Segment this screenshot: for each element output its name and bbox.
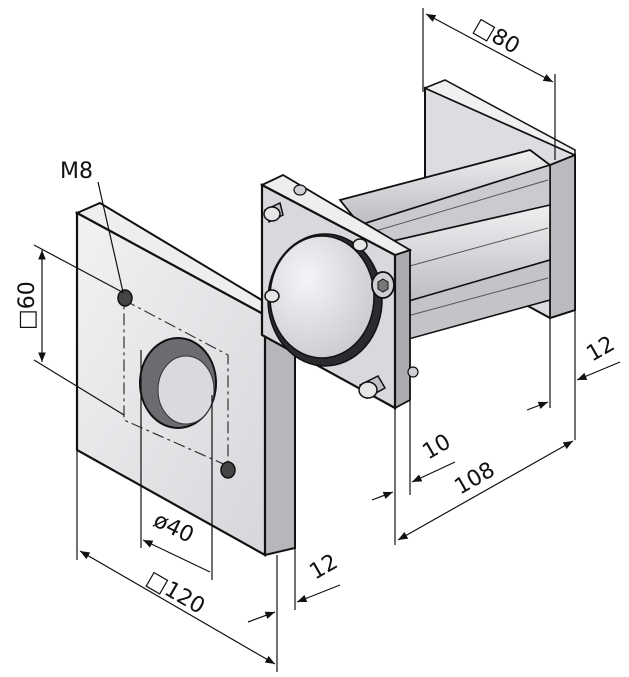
label-overall-length: 108 [451,458,500,501]
square-plate [74,201,296,557]
stud-rear-bottom [407,366,419,378]
dim-10-b [411,461,456,483]
stud-rear-top [293,184,307,196]
ext-60-bottom [33,359,125,416]
hex-socket-icon [377,278,389,293]
dim-120 [79,550,276,665]
m8-hole-top [117,289,133,307]
mounting-assembly [259,79,576,410]
profile-groove-1 [371,179,549,233]
stud-bottom-left [264,289,280,303]
disc-face [269,235,375,359]
bore-inner [157,355,215,425]
rear-plate-side [549,153,576,320]
profile-groove-3 [399,277,549,319]
ext-60-top [33,244,125,294]
label-flange-thickness: 10 [419,430,456,466]
label-plate-thickness: 12 [306,550,343,586]
profile-groove-2 [387,227,549,273]
dim-12-end-b [576,361,621,381]
rear-plate-top [423,79,576,157]
label-end-plate-thickness: 12 [583,332,620,368]
label-plate-square: □120 [142,567,209,620]
leader-m8 [97,181,124,293]
label-pitch-square: □60 [15,281,40,330]
m8-hole-bottom [220,461,236,479]
stud-top-right [352,238,368,252]
stud-top-left [263,201,284,224]
dim-12-plate-b [296,584,341,603]
hole-pattern-centerline [123,299,229,467]
stud-bottom-right [358,375,387,400]
label-thread: M8 [60,159,93,184]
dim-12-end-a [526,401,549,411]
dimension-lines [33,8,621,672]
flange-side-face [394,248,411,410]
dim-10-a [371,491,394,501]
dim-80 [425,13,554,83]
dim-12-plate-a [247,611,276,623]
label-profile-square: □80 [469,14,524,60]
dim-108 [397,440,574,541]
